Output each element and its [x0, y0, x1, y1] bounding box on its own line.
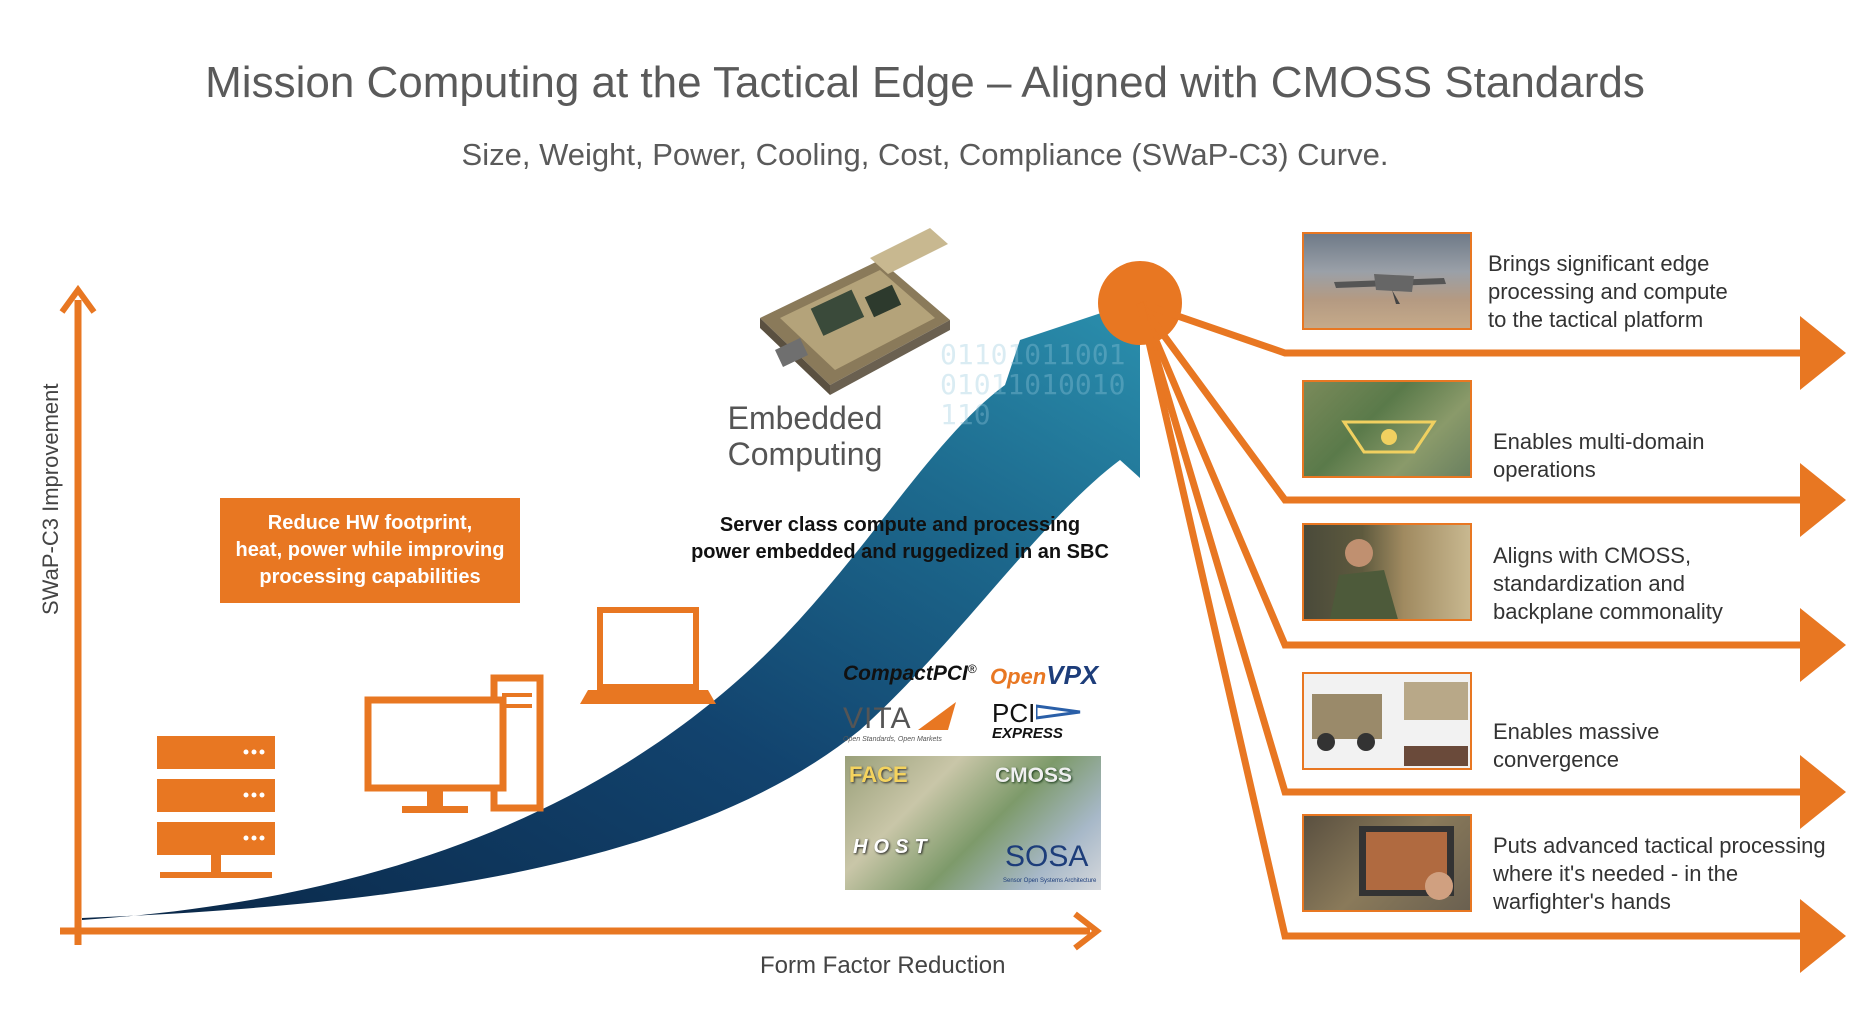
vehicle-image: [1302, 672, 1472, 770]
face-logo: FACE: [849, 762, 908, 787]
host-logo: HOST: [853, 836, 933, 858]
y-axis-label: SWaP-C3 Improvement: [38, 383, 63, 615]
vita-logo: VITA Open Standards, Open Markets: [843, 702, 942, 743]
drone-image: [1302, 232, 1472, 330]
callout-line-3: processing capabilities: [259, 566, 481, 588]
server-class-text: Server class compute and processing powe…: [670, 512, 1130, 566]
server-rack-icon: [157, 736, 275, 878]
callout-line-1: Reduce HW footprint,: [267, 512, 473, 534]
benefit-1-text: Brings significant edge processing and c…: [1488, 251, 1728, 332]
benefit-3-text: Aligns with CMOSS, standardization and b…: [1493, 543, 1723, 624]
sbc-board-image: [760, 228, 950, 395]
binary-overlay: 0110101100101011010010110: [940, 340, 1126, 431]
benefit-arrowheads: [1800, 316, 1846, 973]
multi-domain-image: [1302, 380, 1472, 478]
page-title: Mission Computing at the Tactical Edge –…: [205, 58, 1645, 107]
callout-line-2: heat, power while improving: [235, 539, 505, 561]
tablet-image: [1302, 814, 1472, 912]
benefit-rays: [1136, 299, 1800, 940]
benefit-4-text: Enables massive convergence: [1493, 719, 1660, 772]
pci-express-logo: PCI EXPRESS: [992, 698, 1063, 742]
callout-box: Reduce HW footprint, heat, power while i…: [220, 498, 520, 603]
embedded-line-1: Embedded: [727, 400, 883, 436]
benefit-2-text: Enables multi-domain operations: [1493, 429, 1705, 482]
vita-wing-icon: [918, 702, 956, 730]
compactpci-logo: CompactPCI®: [843, 662, 977, 685]
laptop-icon: [580, 607, 716, 704]
y-axis-arrow: [59, 284, 97, 314]
swap-curve: [82, 300, 1140, 920]
sosa-logo: SOSA: [1005, 840, 1089, 873]
embedded-line-2: Computing: [727, 436, 883, 472]
soldier-image: [1302, 523, 1472, 621]
cmoss-logo: CMOSS: [995, 764, 1073, 787]
standards-collage: FACE CMOSS HOST SOSA Sensor Open Systems…: [845, 756, 1101, 890]
server-text-line-2: power embedded and ruggedized in an SBC: [691, 541, 1109, 563]
page-subtitle: Size, Weight, Power, Cooling, Cost, Comp…: [461, 137, 1389, 172]
benefit-5-text: Puts advanced tactical processing where …: [1493, 833, 1826, 914]
x-axis-arrow: [1073, 911, 1102, 951]
sosa-tagline: Sensor Open Systems Architecture: [1003, 878, 1097, 884]
server-text-line-1: Server class compute and processing: [719, 514, 1081, 536]
pci-swoosh-icon: [1036, 704, 1081, 720]
openvpx-logo: OpenVPX: [990, 660, 1099, 690]
desktop-computer-icon: [364, 674, 544, 813]
embedded-computing-label: Embedded Computing: [700, 400, 910, 472]
x-axis-label: Form Factor Reduction: [760, 952, 1006, 979]
